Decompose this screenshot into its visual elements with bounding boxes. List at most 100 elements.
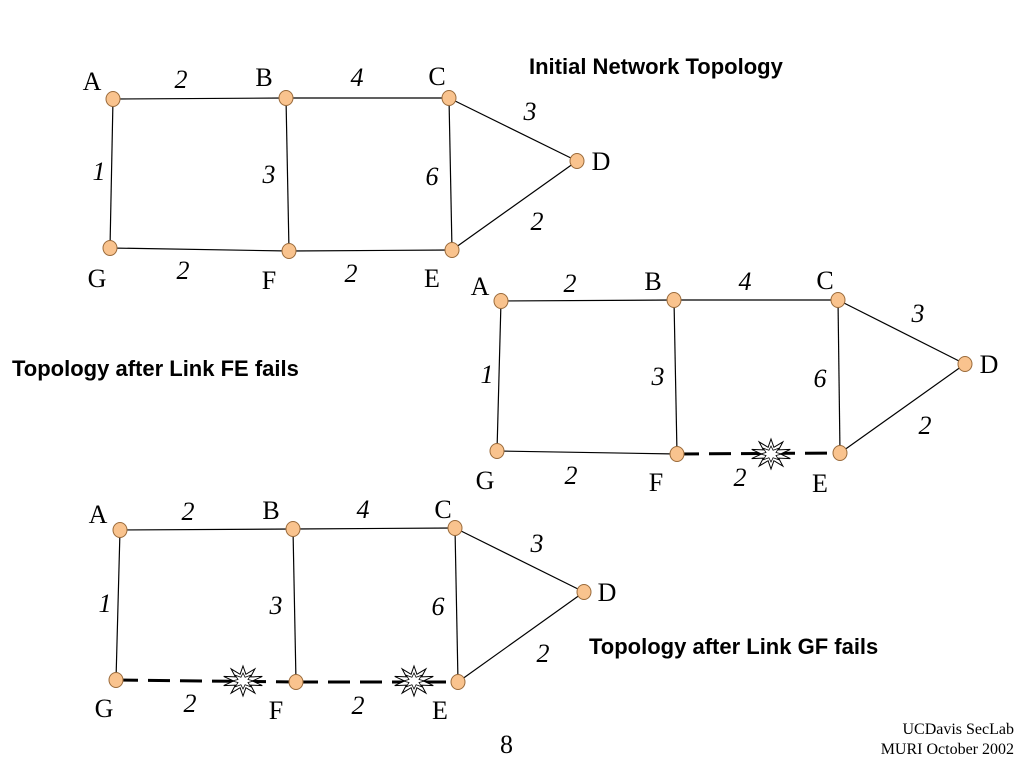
link-b-c — [292, 527, 456, 530]
link-c-d — [837, 299, 966, 365]
node-label-a: A — [89, 500, 108, 529]
page-number: 8 — [500, 730, 513, 759]
link-c-e — [454, 527, 459, 683]
node-d — [957, 356, 973, 372]
link-b-f — [673, 299, 678, 455]
link-failure-burst-icon — [751, 437, 791, 471]
failed-link-g-f — [115, 678, 297, 684]
link-c-e — [837, 299, 841, 454]
weight-label-c-e: 6 — [426, 162, 439, 191]
link-c-e — [448, 97, 453, 251]
node-label-g: G — [476, 466, 495, 495]
footer-line-1: UCDavis SecLab — [902, 721, 1014, 738]
weight-label-a-g: 1 — [99, 589, 112, 618]
node-b — [285, 521, 301, 537]
node-label-d: D — [592, 147, 611, 176]
node-g — [489, 443, 505, 459]
weight-label-a-b: 2 — [182, 497, 195, 526]
node-label-c: C — [428, 62, 445, 91]
node-c — [830, 292, 846, 308]
link-f-e — [288, 249, 453, 252]
link-g-f — [496, 450, 678, 455]
node-label-f: F — [262, 266, 276, 295]
node-e — [450, 674, 466, 690]
node-c — [441, 90, 457, 106]
weight-label-d-e: 2 — [537, 639, 550, 668]
node-b — [666, 292, 682, 308]
node-a — [493, 293, 509, 309]
weight-label-b-f: 3 — [262, 160, 276, 189]
weight-label-a-b: 2 — [175, 65, 188, 94]
weight-label-a-b: 2 — [564, 269, 577, 298]
link-a-b — [500, 299, 675, 302]
link-a-g — [109, 98, 114, 249]
weight-label-b-c: 4 — [357, 495, 370, 524]
node-label-f: F — [649, 468, 663, 497]
weight-label-d-e: 2 — [531, 207, 544, 236]
link-failure-burst-icon — [394, 664, 434, 698]
gf-fail-caption: Topology after Link GF fails — [589, 634, 879, 659]
node-label-a: A — [471, 272, 490, 301]
link-failure-inner-burst — [401, 672, 427, 690]
weight-label-d-e: 2 — [919, 411, 932, 440]
link-a-b — [112, 97, 287, 100]
link-c-d — [448, 97, 578, 162]
node-label-f: F — [269, 696, 283, 725]
node-label-b: B — [262, 496, 279, 525]
failed-link-f-e — [676, 451, 841, 456]
weight-label-f-e: 2 — [352, 691, 365, 720]
link-c-d — [454, 527, 585, 593]
link-b-f — [285, 97, 290, 252]
node-f — [281, 243, 297, 259]
node-label-d: D — [980, 350, 999, 379]
link-a-b — [119, 528, 294, 531]
weight-label-c-e: 6 — [432, 592, 445, 621]
weight-label-a-g: 1 — [481, 360, 494, 389]
link-a-g — [115, 529, 121, 681]
node-label-e: E — [424, 264, 440, 293]
node-f — [669, 446, 685, 462]
node-label-c: C — [434, 495, 451, 524]
node-label-a: A — [83, 67, 102, 96]
diagram-initial: A B C D E F G 2 4 3 1 3 6 2 2 2 — [83, 62, 611, 295]
node-d — [569, 153, 585, 169]
node-label-g: G — [95, 694, 114, 723]
link-d-e — [839, 363, 966, 454]
node-label-d: D — [598, 578, 617, 607]
link-failure-burst-icon — [223, 664, 263, 698]
node-label-b: B — [644, 267, 661, 296]
weight-label-c-d: 3 — [523, 97, 537, 126]
node-e — [444, 242, 460, 258]
footer: UCDavis SecLab MURI October 2002 — [881, 720, 1014, 760]
weight-label-g-f: 2 — [565, 461, 578, 490]
link-g-f — [109, 247, 290, 252]
weight-label-b-f: 3 — [269, 591, 283, 620]
weight-label-c-e: 6 — [814, 364, 827, 393]
link-failure-inner-burst — [758, 445, 784, 463]
weight-label-g-f: 2 — [184, 689, 197, 718]
node-c — [447, 520, 463, 536]
node-label-b: B — [255, 63, 272, 92]
node-label-e: E — [812, 469, 828, 498]
initial-topology-caption: Initial Network Topology — [529, 54, 783, 79]
node-g — [102, 240, 118, 256]
weight-label-f-e: 2 — [734, 463, 747, 492]
node-label-e: E — [432, 696, 448, 725]
link-d-e — [451, 160, 578, 251]
weight-label-b-c: 4 — [351, 63, 364, 92]
node-f — [288, 674, 304, 690]
link-b-f — [292, 528, 297, 683]
fe-fail-caption: Topology after Link FE fails — [12, 356, 299, 381]
footer-line-2: MURI October 2002 — [880, 741, 1014, 758]
node-label-g: G — [88, 264, 107, 293]
link-a-g — [496, 300, 502, 452]
weight-label-b-f: 3 — [651, 362, 665, 391]
weight-label-a-g: 1 — [93, 157, 106, 186]
node-a — [112, 522, 128, 538]
node-label-c: C — [816, 266, 833, 295]
weight-label-g-f: 2 — [177, 256, 190, 285]
node-e — [832, 445, 848, 461]
